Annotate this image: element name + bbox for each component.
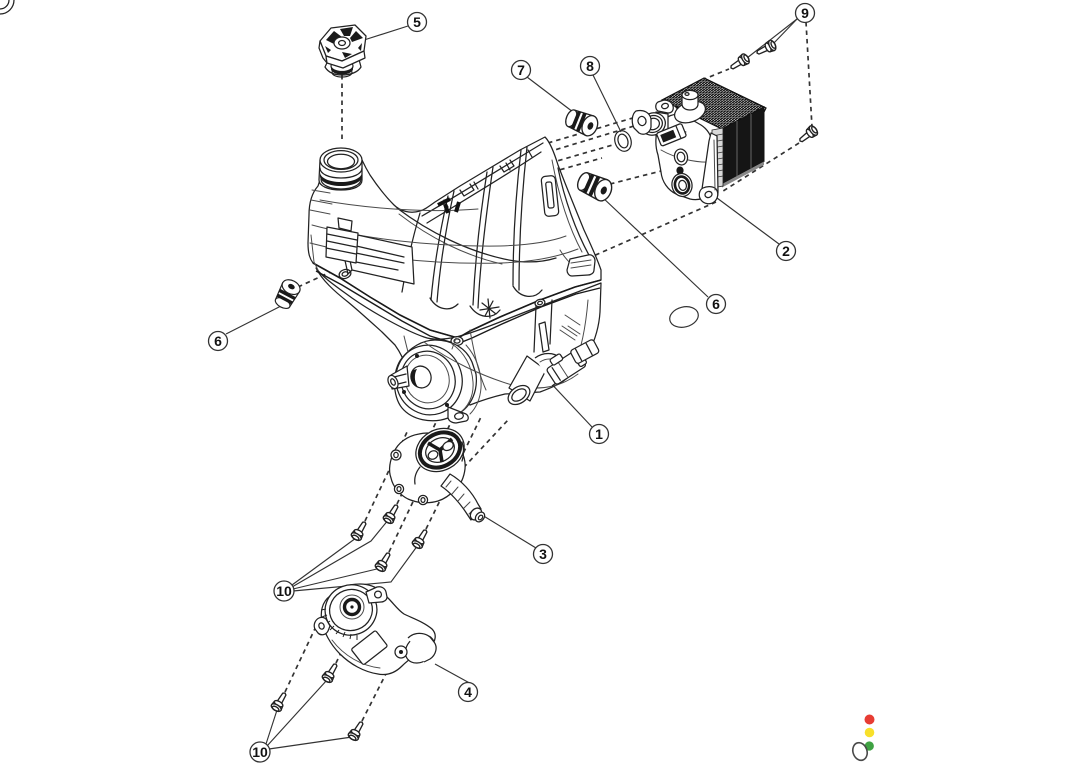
svg-text:6: 6 — [214, 333, 222, 349]
svg-text:2: 2 — [782, 243, 790, 259]
svg-text:6: 6 — [712, 296, 720, 312]
svg-text:9: 9 — [801, 5, 809, 21]
svg-text:3: 3 — [539, 546, 547, 562]
svg-text:10: 10 — [276, 583, 292, 599]
svg-text:4: 4 — [464, 684, 472, 700]
svg-text:8: 8 — [586, 58, 594, 74]
svg-text:7: 7 — [517, 62, 525, 78]
svg-text:1: 1 — [595, 426, 603, 442]
svg-text:10: 10 — [252, 744, 268, 760]
svg-text:5: 5 — [413, 14, 421, 30]
